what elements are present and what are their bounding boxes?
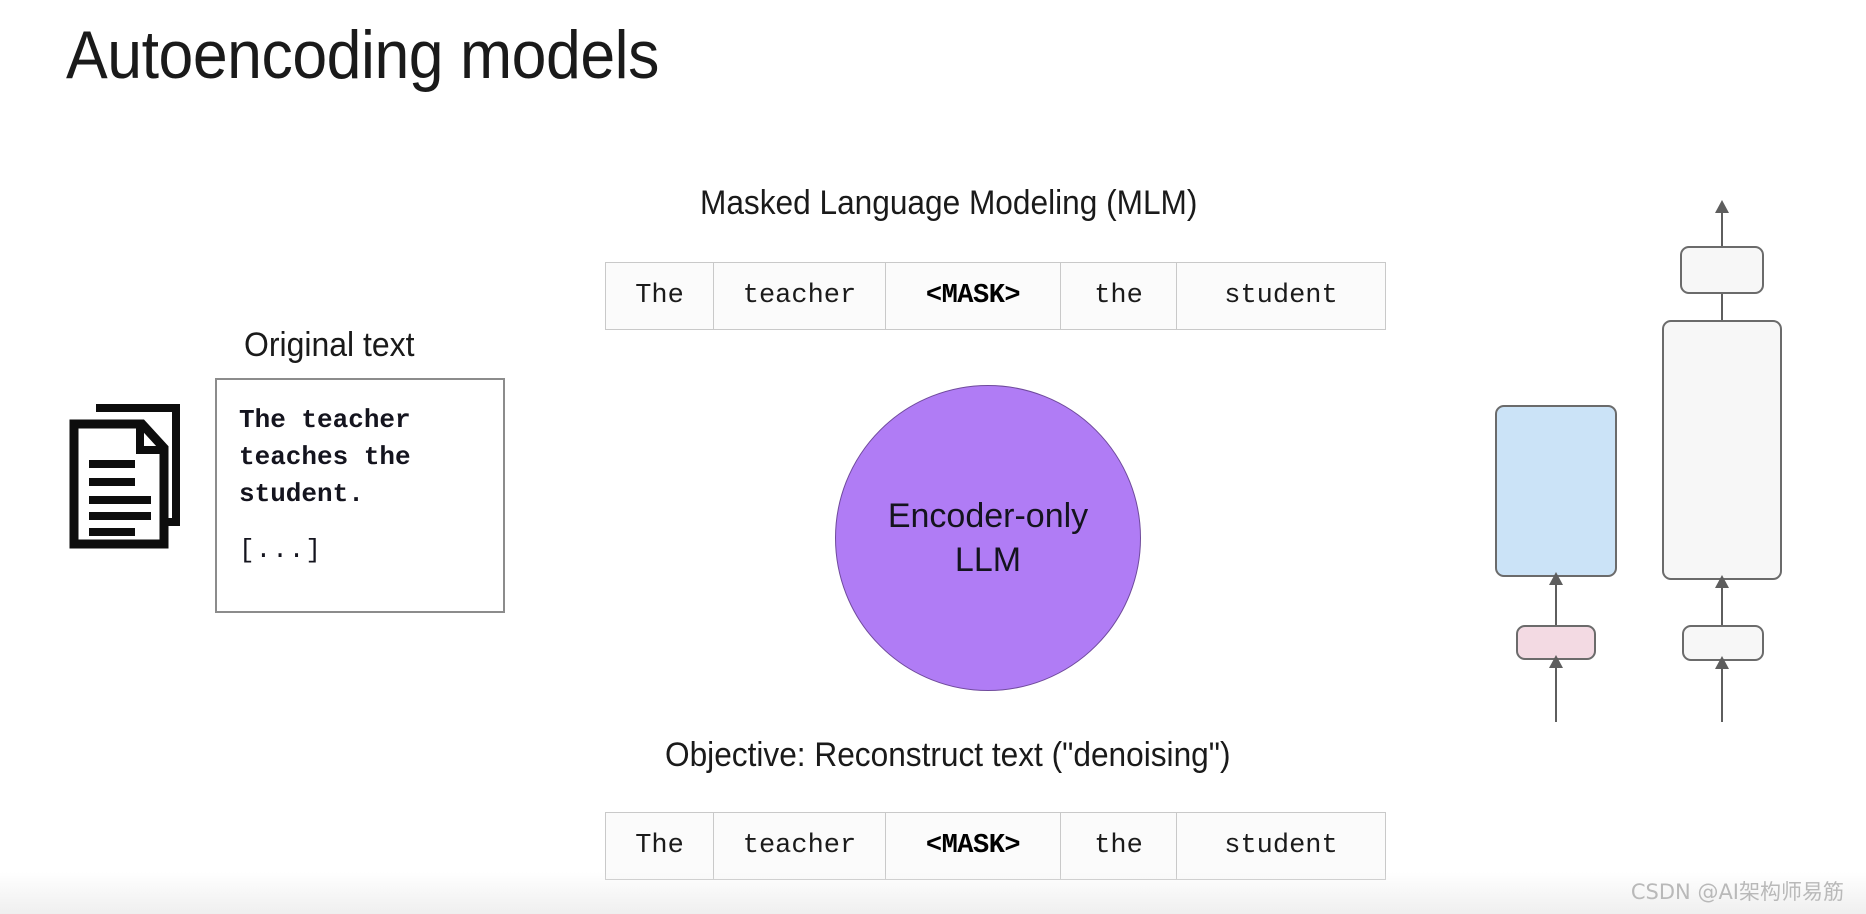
encoder-embed-to-stack-line bbox=[1555, 577, 1557, 627]
output-token-row: The teacher <MASK> the student bbox=[605, 812, 1386, 880]
token-cell-mask: <MASK> bbox=[886, 813, 1061, 879]
mlm-heading: Masked Language Modeling (MLM) bbox=[700, 184, 1198, 222]
original-text-label: Original text bbox=[244, 326, 415, 364]
token-cell: The bbox=[606, 813, 714, 879]
model-label-line2: LLM bbox=[954, 541, 1022, 579]
encoder-input-arrow-head bbox=[1549, 655, 1563, 668]
output-arrow-head bbox=[1715, 200, 1729, 213]
objective-heading: Objective: Reconstruct text ("denoising"… bbox=[665, 736, 1231, 774]
decoder-embed-to-stack-line bbox=[1721, 580, 1723, 627]
encoder-input-arrow-line bbox=[1555, 660, 1557, 722]
encoder-embed-to-stack-head bbox=[1549, 572, 1563, 585]
decoder-embed-to-stack-head bbox=[1715, 575, 1729, 588]
token-cell: the bbox=[1061, 813, 1177, 879]
watermark: CSDN @AI架构师易筋 bbox=[1630, 880, 1844, 904]
model-label-line1: Encoder-only bbox=[887, 497, 1089, 535]
original-text-ellipsis: [...] bbox=[239, 535, 323, 565]
token-cell: teacher bbox=[714, 813, 886, 879]
page-title: Autoencoding models bbox=[66, 17, 659, 93]
token-cell: the bbox=[1061, 263, 1177, 329]
encoder-only-llm-node: Encoder-only LLM bbox=[835, 385, 1141, 691]
input-token-row: The teacher <MASK> the student bbox=[605, 262, 1386, 330]
decoder-input-arrow-head bbox=[1715, 656, 1729, 669]
documents-icon bbox=[68, 398, 186, 550]
token-cell: The bbox=[606, 263, 714, 329]
token-cell: student bbox=[1224, 831, 1338, 861]
decoder-input-arrow-line bbox=[1721, 661, 1723, 722]
transformer-architecture-diagram bbox=[1480, 200, 1866, 760]
encoder-stack-block bbox=[1495, 405, 1617, 577]
output-arrow-line bbox=[1721, 208, 1723, 248]
decoder-to-head-line bbox=[1721, 294, 1723, 322]
token-cell-mask: <MASK> bbox=[886, 263, 1061, 329]
original-text-body: The teacher teaches the student. bbox=[239, 405, 411, 509]
original-text-box: The teacher teaches the student. [...] bbox=[215, 378, 505, 613]
decoder-output-head-block bbox=[1680, 246, 1764, 294]
token-cell: student bbox=[1224, 281, 1338, 311]
token-cell: teacher bbox=[714, 263, 886, 329]
decoder-stack-block bbox=[1662, 320, 1782, 580]
